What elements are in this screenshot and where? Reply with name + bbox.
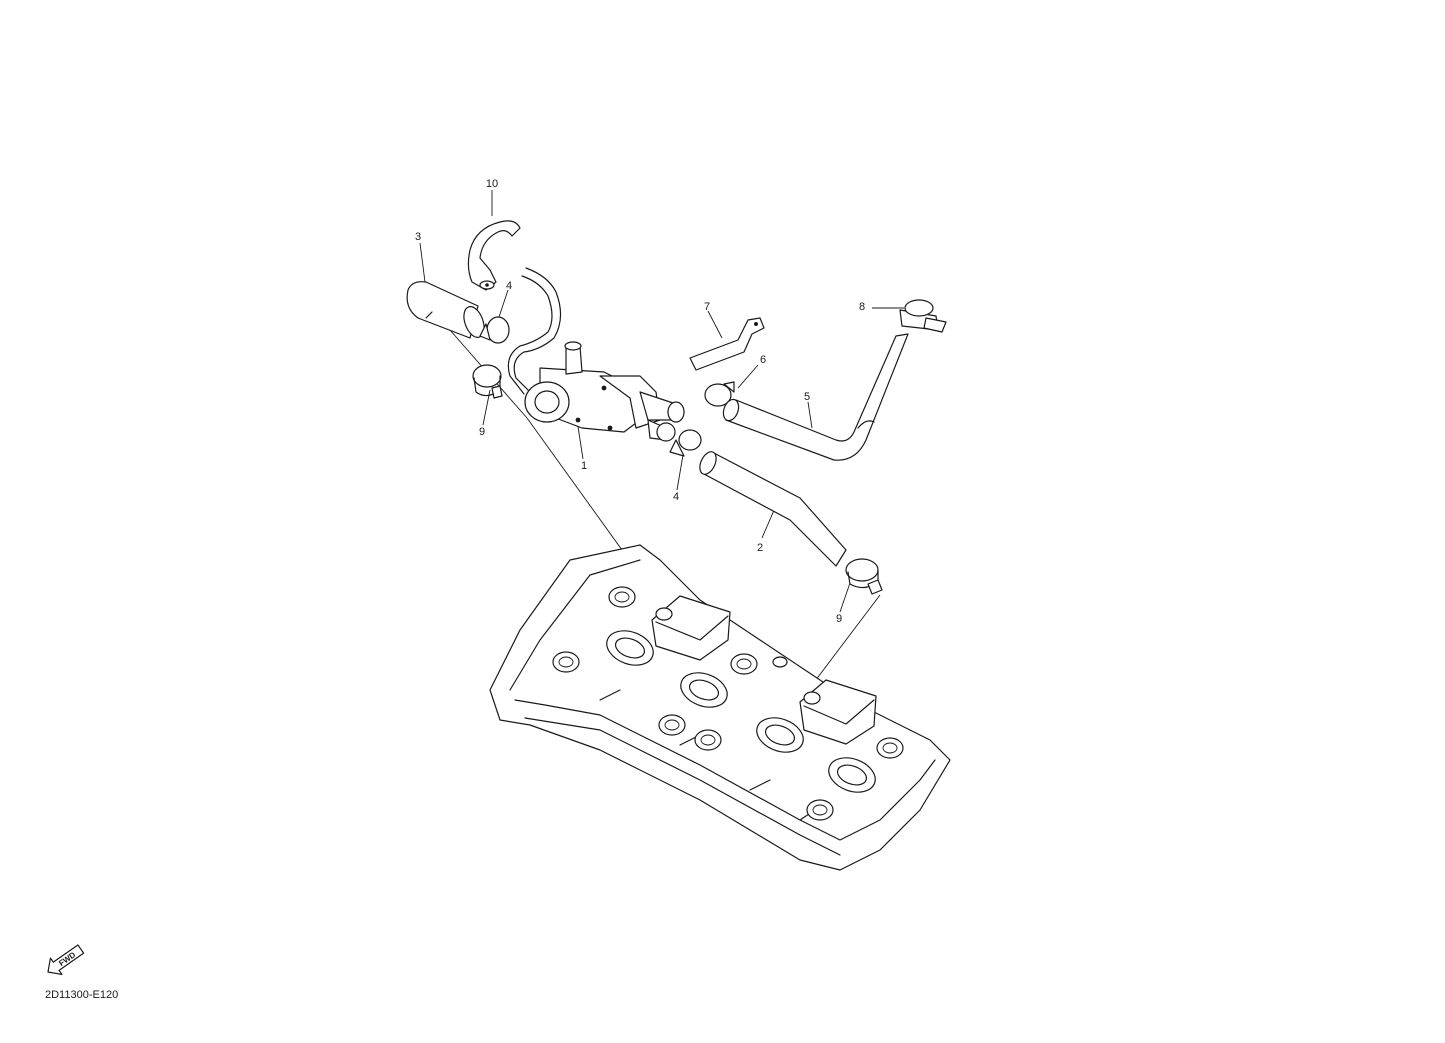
callout-2: 2 <box>757 542 763 554</box>
callout-3: 3 <box>415 231 421 243</box>
part-9-clamp-lower <box>845 558 883 595</box>
part-7-stay <box>689 317 765 371</box>
callout-labels: 10 3 4 9 1 4 7 6 5 8 2 9 <box>415 178 865 625</box>
part-6-clamp <box>704 381 735 407</box>
part-8-clamp <box>899 299 947 333</box>
callout-6: 6 <box>760 354 766 366</box>
part-1-reed-valve <box>524 341 685 442</box>
part-2-hose <box>699 451 847 567</box>
callout-9-upper: 9 <box>479 426 485 438</box>
callout-10: 10 <box>486 178 498 190</box>
part-4-clip-lower <box>669 429 702 457</box>
part-10-bracket <box>467 220 521 291</box>
part-4-clip-upper <box>479 316 510 344</box>
callout-4-lower: 4 <box>673 491 679 503</box>
part-3-hose <box>406 281 485 339</box>
diagram-code: 2D11300-E120 <box>45 989 118 1001</box>
callout-7: 7 <box>704 301 710 313</box>
callout-9-lower: 9 <box>836 613 842 625</box>
part-5-hose <box>722 333 909 461</box>
part-9-clamp-upper <box>472 364 503 399</box>
cylinder-head-cover <box>489 544 951 871</box>
callout-1: 1 <box>581 460 587 472</box>
forward-arrow-icon: FWD <box>47 944 85 976</box>
vacuum-line <box>507 267 562 395</box>
callout-5: 5 <box>804 391 810 403</box>
callout-8: 8 <box>859 301 865 313</box>
callout-4-upper: 4 <box>506 280 512 292</box>
